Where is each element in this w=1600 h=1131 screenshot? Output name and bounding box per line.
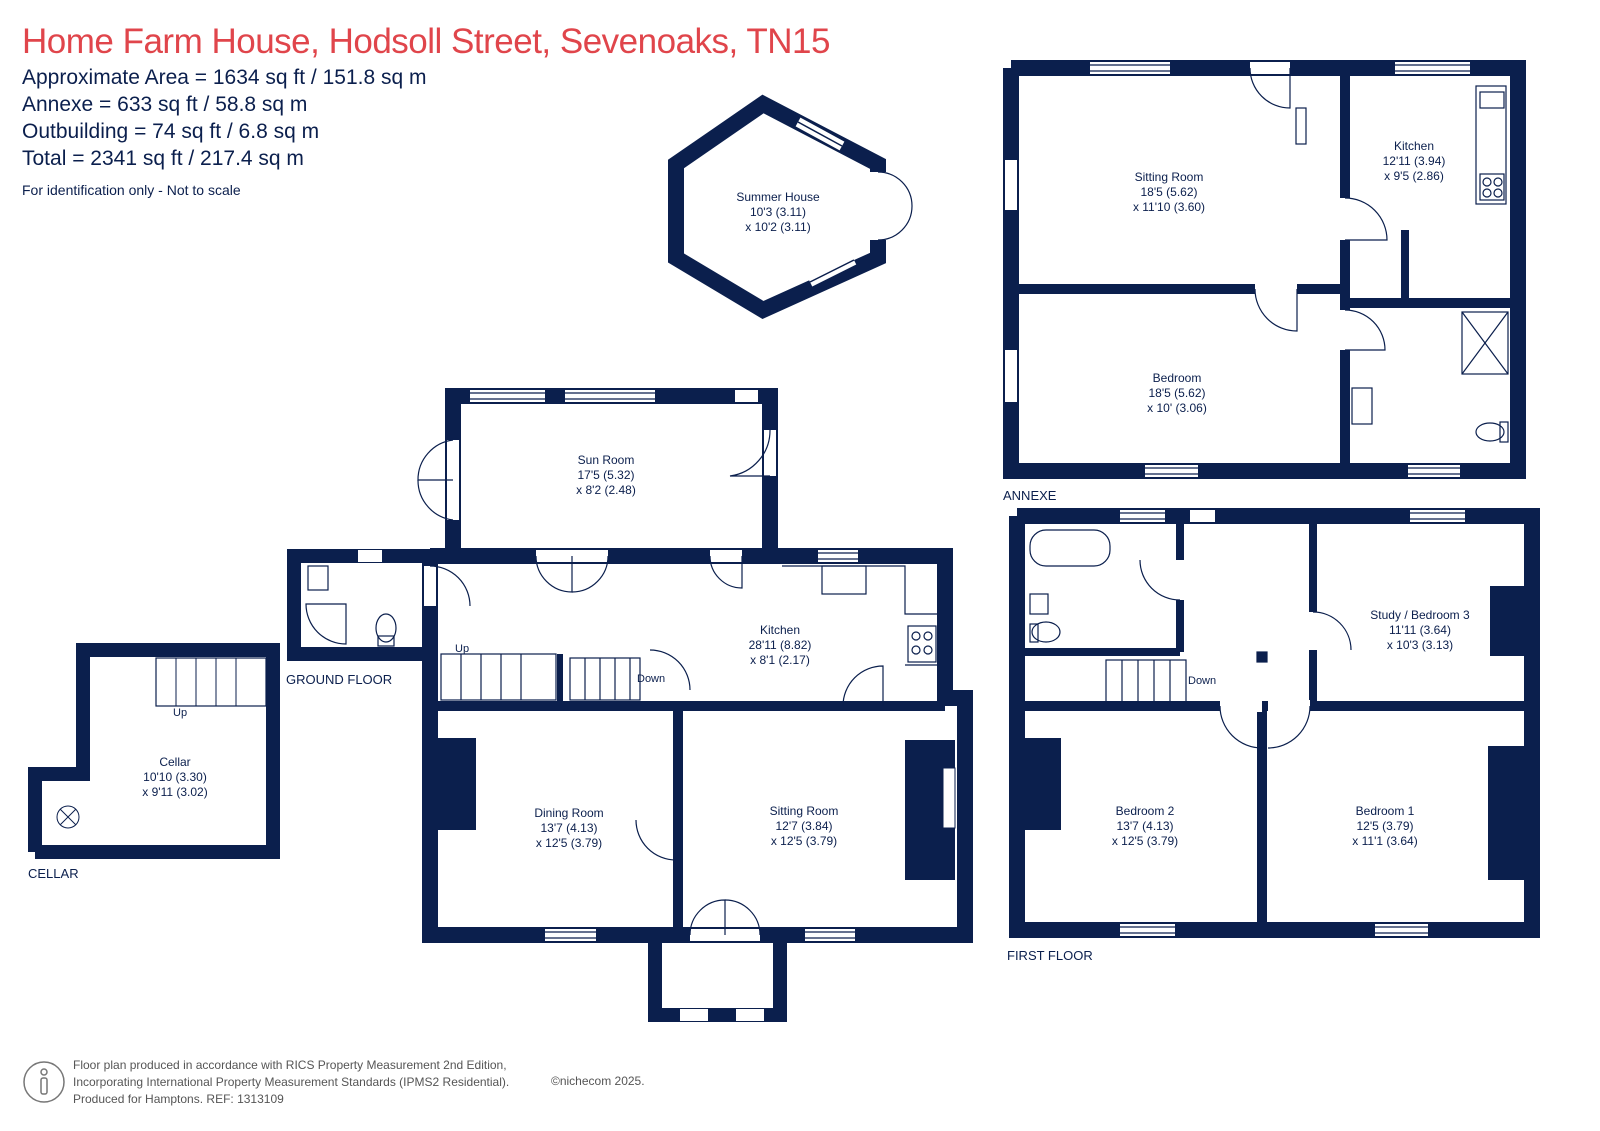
annexe-sitting-dim2: x 11'10 (3.60) [1133,200,1205,214]
annexe-bedroom-dim2: x 10' (3.06) [1147,401,1207,415]
cellar-dim1: 10'10 (3.30) [143,770,207,784]
stairs-up-cellar: Up [173,707,187,719]
dining-room-dim1: 13'7 (4.13) [541,821,598,835]
footer-line-2: Incorporating International Property Mea… [73,1075,510,1089]
bedroom1-dim2: x 11'1 (3.64) [1352,834,1417,848]
cellar-dim2: x 9'11 (3.02) [142,785,207,799]
summer-house-dim2: x 10'2 (3.11) [745,220,810,234]
stairs-down-ground: Down [637,673,665,685]
summer-house-dim1: 10'3 (3.11) [750,205,806,219]
first-floor-label: FIRST FLOOR [1007,948,1093,963]
annexe-bedroom-dim1: 18'5 (5.62) [1149,386,1206,400]
summer-house-walls [668,94,886,320]
nichecom-logo-icon [23,1061,65,1103]
annexe-bedroom-name: Bedroom [1153,371,1202,385]
ground-floor-label: GROUND FLOOR [286,672,392,687]
stairs-up-ground: Up [455,643,469,655]
bedroom1-name: Bedroom 1 [1356,804,1415,818]
kitchen-ground-dim1: 28'11 (8.82) [749,638,812,652]
annexe-kitchen-dim1: 12'11 (3.94) [1383,154,1446,168]
footer-line-1: Floor plan produced in accordance with R… [73,1058,507,1072]
footer-line-3: Produced for Hamptons. REF: 1313109 [73,1092,284,1106]
cellar-name: Cellar [159,755,190,769]
sun-room-name: Sun Room [578,453,635,467]
sitting-room-ground-dim2: x 12'5 (3.79) [771,834,837,848]
study-dim2: x 10'3 (3.13) [1387,638,1453,652]
annexe-walls [1003,60,1526,479]
study-name: Study / Bedroom 3 [1370,608,1470,622]
outbuilding-area: Outbuilding = 74 sq ft / 6.8 sq m [22,120,320,143]
annexe-kitchen-dim2: x 9'5 (2.86) [1384,169,1444,183]
annexe-label: ANNEXE [1003,488,1057,503]
disclaimer-note: For identification only - Not to scale [22,182,241,198]
sitting-room-ground-dim1: 12'7 (3.84) [776,819,833,833]
kitchen-ground-dim2: x 8'1 (2.17) [750,653,810,667]
bedroom1-dim1: 12'5 (3.79) [1357,819,1414,833]
dining-room-dim2: x 12'5 (3.79) [536,836,602,850]
cellar-label: CELLAR [28,866,79,881]
kitchen-ground-name: Kitchen [760,623,800,637]
annexe-sitting-name: Sitting Room [1135,170,1204,184]
copyright: ©nichecom 2025. [551,1074,645,1088]
footer-notes: Floor plan produced in accordance with R… [73,1057,509,1108]
annexe-sitting-dim1: 18'5 (5.62) [1141,185,1198,199]
bedroom2-name: Bedroom 2 [1116,804,1175,818]
sun-room-dim2: x 8'2 (2.48) [576,483,636,497]
cellar-walls [28,643,280,859]
bedroom2-dim2: x 12'5 (3.79) [1112,834,1178,848]
total-area: Total = 2341 sq ft / 217.4 sq m [22,147,304,170]
summer-house-name: Summer House [736,190,820,204]
stairs-down-first: Down [1188,675,1216,687]
annexe-area: Annexe = 633 sq ft / 58.8 sq m [22,93,308,116]
sun-room-dim1: 17'5 (5.32) [578,468,635,482]
bedroom2-dim1: 13'7 (4.13) [1117,819,1174,833]
page-title: Home Farm House, Hodsoll Street, Sevenoa… [22,22,830,61]
first-floor-walls [1009,508,1540,938]
annexe-kitchen-name: Kitchen [1394,139,1434,153]
approximate-area: Approximate Area = 1634 sq ft / 151.8 sq… [22,66,427,89]
sitting-room-ground-name: Sitting Room [770,804,839,818]
study-dim1: 11'11 (3.64) [1389,623,1451,637]
dining-room-name: Dining Room [534,806,603,820]
